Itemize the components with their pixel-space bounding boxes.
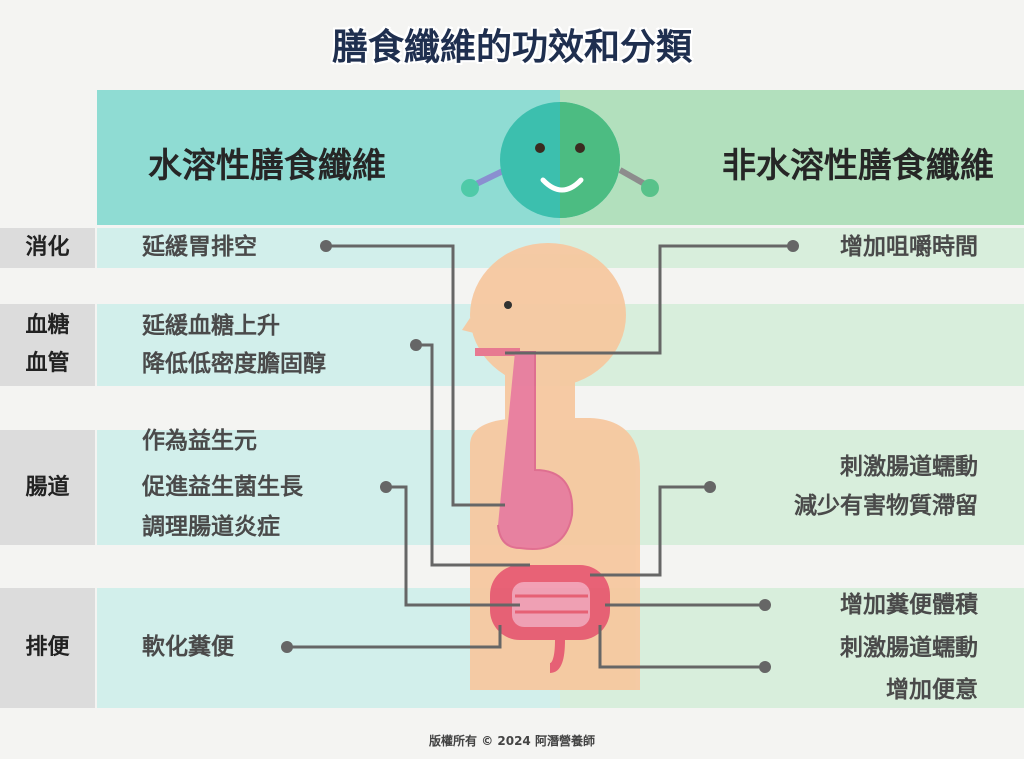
soluble-gut-2: 促進益生菌生長: [142, 474, 303, 500]
insoluble-stool-1: 增加糞便體積: [840, 592, 978, 618]
soluble-vessel: 降低低密度膽固醇: [142, 351, 326, 377]
insoluble-stool-2: 刺激腸道蠕動: [840, 635, 978, 661]
soluble-header-band: [97, 90, 560, 225]
insoluble-header: 非水溶性膳食纖維: [722, 146, 994, 186]
category-label: 消化: [25, 235, 70, 260]
category-sugar-vessel: 血糖血管: [0, 304, 95, 386]
soluble-header: 水溶性膳食纖維: [148, 146, 386, 186]
category-label: 排便: [25, 635, 70, 660]
soluble-sugar: 延緩血糖上升: [142, 313, 280, 339]
category-digestion: 消化: [0, 228, 95, 268]
page-title: 膳食纖維的功效和分類: [331, 27, 692, 68]
human-body: [462, 243, 640, 690]
mascot-icon: [461, 102, 659, 218]
insoluble-stool-3: 增加便意: [886, 677, 978, 703]
insoluble-gut-2: 減少有害物質滯留: [794, 493, 978, 519]
insoluble-header-band: [560, 90, 1024, 225]
soluble-digestion: 延緩胃排空: [142, 234, 257, 260]
copyright-footer: 版權所有 © 2024 阿潛營養師: [429, 734, 595, 748]
insoluble-digestion: 增加咀嚼時間: [840, 234, 978, 260]
soluble-gut-1: 作為益生元: [142, 428, 257, 454]
category-stool: 排便: [0, 588, 95, 708]
category-gut: 腸道: [0, 430, 95, 545]
category-label: 血糖: [25, 313, 70, 338]
category-label: 血管: [25, 351, 70, 376]
soluble-stool: 軟化糞便: [142, 634, 234, 660]
connector-dots: [281, 240, 799, 673]
category-label: 腸道: [25, 474, 70, 500]
row-band: [560, 304, 1024, 386]
insoluble-gut-1: 刺激腸道蠕動: [840, 454, 978, 480]
connector-lines: [287, 244, 793, 669]
soluble-gut-3: 調理腸道炎症: [142, 514, 280, 540]
